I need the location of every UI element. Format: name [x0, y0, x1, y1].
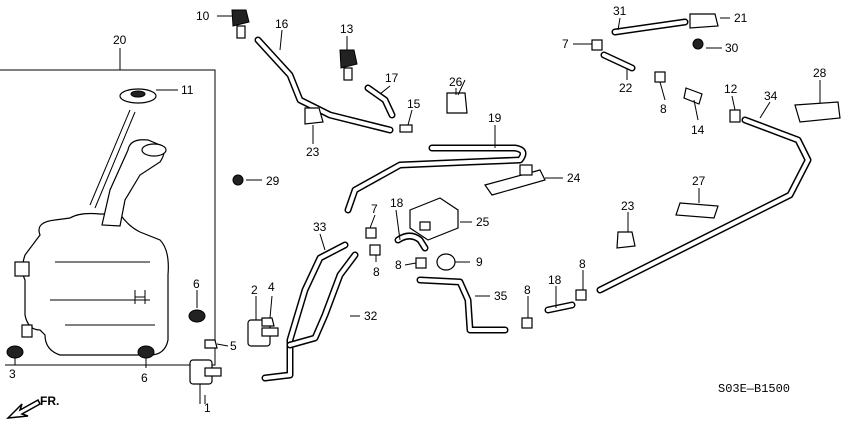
- hose-18-upper: [394, 232, 429, 252]
- joint-14: [683, 87, 703, 105]
- callout-7-lower: 7: [371, 202, 378, 216]
- callout-8-d: 8: [524, 283, 531, 297]
- clip-30: [692, 38, 704, 50]
- callout-3: 3: [9, 367, 16, 381]
- callout-31: 31: [613, 4, 627, 18]
- clip-21: [689, 13, 719, 29]
- grommet-3: [6, 345, 24, 365]
- grommet-29: [232, 174, 244, 186]
- callout-14: 14: [691, 123, 705, 137]
- tank-assembly-bracket: [0, 48, 216, 366]
- callout-7-upper: 7: [562, 37, 569, 51]
- pad-27: [675, 202, 719, 219]
- washer-pump-1: [189, 359, 222, 404]
- callout-17: 17: [385, 71, 399, 85]
- callout-27: 27: [692, 174, 706, 188]
- hose-35: [416, 276, 509, 334]
- bracket-24: [484, 164, 546, 196]
- clip-23-right: [616, 231, 636, 249]
- callout-24: 24: [567, 171, 581, 185]
- callout-16: 16: [275, 17, 289, 31]
- callout-18-upper: 18: [390, 196, 404, 210]
- washer-nozzle-10: [231, 9, 250, 39]
- callout-28: 28: [813, 66, 827, 80]
- valve-25: [409, 197, 459, 241]
- hose-18-lower: [544, 301, 576, 314]
- callout-2: 2: [251, 283, 258, 297]
- front-direction-arrow-icon: FR.: [5, 394, 59, 419]
- callout-29: 29: [266, 174, 280, 188]
- callout-23-right: 23: [621, 199, 635, 213]
- diagram-code: S03E—B1500: [718, 382, 790, 396]
- filler-cap: [119, 88, 178, 104]
- grommet-6-upper: [188, 290, 206, 323]
- callout-25: 25: [476, 215, 490, 229]
- callout-13: 13: [340, 22, 354, 36]
- pad-28: [794, 101, 841, 123]
- callout-19: 19: [488, 111, 502, 125]
- callout-34: 34: [764, 89, 778, 103]
- hose-22: [600, 51, 636, 72]
- washer-tank: [14, 109, 169, 356]
- seal-4: [261, 317, 275, 327]
- callout-26: 26: [449, 75, 463, 89]
- joint-15: [399, 124, 413, 133]
- hose-31: [611, 18, 689, 36]
- callout-8-c: 8: [395, 258, 402, 272]
- grommet-6-lower: [137, 345, 155, 368]
- check-valve-9: [436, 253, 456, 271]
- callout-12: 12: [724, 82, 738, 96]
- clip-26: [446, 92, 468, 114]
- hose-32: [286, 251, 359, 349]
- hose-33: [261, 241, 349, 382]
- callout-6-upper: 6: [193, 277, 200, 291]
- callout-4: 4: [268, 280, 275, 294]
- callout-8-e: 8: [579, 257, 586, 271]
- callout-35: 35: [494, 289, 508, 303]
- callout-9: 9: [476, 255, 483, 269]
- direction-label: FR.: [40, 394, 59, 408]
- callout-6-lower: 6: [141, 371, 148, 385]
- leader-lines: [204, 15, 821, 404]
- clip-23-left: [304, 107, 324, 125]
- callout-22: 22: [619, 81, 633, 95]
- callout-32: 32: [364, 309, 378, 323]
- callout-21: 21: [734, 11, 748, 25]
- callout-30: 30: [725, 41, 739, 55]
- callout-11: 11: [181, 83, 194, 97]
- washer-nozzle-13: [339, 49, 358, 81]
- seal-5: [204, 339, 218, 349]
- hose-17: [364, 84, 396, 119]
- callout-23-left: 23: [306, 145, 320, 159]
- hose-16: [254, 36, 394, 134]
- callout-33: 33: [313, 220, 327, 234]
- callout-5: 5: [230, 339, 237, 353]
- callout-1: 1: [204, 401, 211, 415]
- callout-18-lower: 18: [548, 273, 562, 287]
- joint-7-set: [365, 39, 603, 239]
- callout-20: 20: [113, 33, 127, 47]
- callout-15: 15: [407, 97, 421, 111]
- joint-8-set: [369, 71, 666, 329]
- washer-pump-2: [247, 296, 279, 347]
- hose-34: [596, 116, 812, 294]
- callout-8-a: 8: [660, 102, 667, 116]
- callout-10: 10: [196, 9, 210, 23]
- callout-8-b: 8: [373, 265, 380, 279]
- hose-19: [344, 144, 527, 214]
- callout-labels: 1 2 3 4 5 6 6 7 7 8 8 8 8 8 9 10 11 12 1…: [9, 4, 827, 415]
- joint-12: [729, 109, 741, 123]
